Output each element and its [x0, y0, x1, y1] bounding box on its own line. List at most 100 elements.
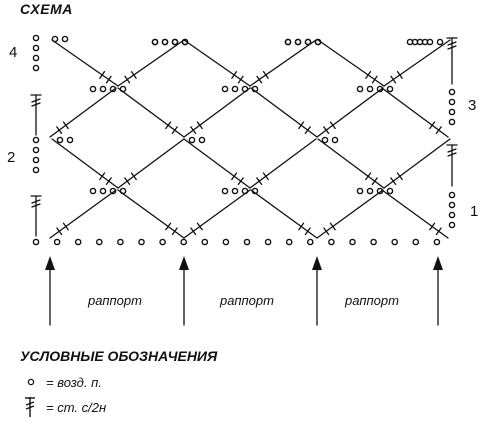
chain-stitch [370, 238, 377, 246]
stitch-bar [56, 227, 63, 236]
stitch-bar [105, 177, 112, 186]
chain-stitch [241, 85, 249, 93]
chain-stitch [448, 118, 456, 126]
chain-stitch [243, 238, 251, 246]
chain-stitch [448, 211, 456, 219]
chain-stitch [231, 85, 239, 93]
half-double-crochet-stitch [250, 87, 318, 138]
chain-stitch [436, 38, 444, 46]
chain-stitch [89, 187, 97, 195]
chain-stitch [376, 85, 384, 93]
half-double-crochet-stitch [316, 189, 384, 239]
chain-stitch [61, 35, 69, 43]
half-double-crochet-symbol-icon [25, 397, 35, 417]
repeat-label-3: раппорт [345, 293, 399, 308]
chain-stitch [53, 238, 61, 246]
chain-stitch [304, 38, 312, 46]
chain-stitch [231, 187, 239, 195]
chain-stitch [306, 238, 314, 246]
chain-stitch [99, 85, 107, 93]
chain-stitch [32, 136, 40, 144]
chain-stitch [411, 38, 419, 46]
stitch-bar [329, 222, 336, 231]
stitch-bar [447, 152, 457, 157]
chain-stitch [32, 156, 40, 164]
stitch-bar [365, 172, 372, 181]
stitch-bar [429, 121, 436, 130]
repeat-label-1: раппорт [88, 293, 142, 308]
stitch-bar [196, 222, 203, 231]
stitch-bar [396, 71, 403, 79]
half-double-crochet-stitch [51, 138, 119, 189]
chain-stitch [448, 88, 456, 96]
chain-stitch [366, 187, 374, 195]
stitch-bar [231, 71, 238, 79]
chain-stitch [171, 38, 179, 46]
stitch-bar [435, 126, 442, 135]
chain-stitch [32, 238, 40, 246]
diagram-title: СХЕМА [20, 1, 73, 17]
half-double-crochet-stitch [183, 87, 251, 138]
half-double-crochet-stitch [381, 87, 449, 138]
chain-stitch [96, 238, 103, 246]
stitch-bar [105, 75, 112, 84]
stitch-bar [256, 177, 263, 186]
chain-stitch [386, 187, 394, 195]
chain-stitch [198, 136, 206, 144]
chain-stitch [376, 187, 384, 195]
stitch-bar [323, 126, 330, 135]
stitch-bar [365, 71, 372, 79]
chain-stitch [74, 238, 82, 246]
legend-item-hdc: = ст. с/2н [46, 400, 107, 415]
stitch-bar [390, 75, 397, 84]
stitch-bar [329, 121, 336, 130]
stitch-bar [62, 121, 69, 130]
chain-stitch [221, 187, 229, 195]
stitch-bar [262, 172, 269, 181]
stitch-bar [371, 177, 378, 186]
row-number-2: 2 [7, 149, 16, 166]
chain-stitch [391, 238, 399, 246]
stitch-bar [298, 222, 305, 231]
half-double-crochet-stitch [317, 39, 385, 87]
stitch-bar [31, 98, 41, 103]
stitch-bar [130, 71, 137, 79]
stitch-bar [304, 126, 311, 135]
chain-stitch [188, 136, 196, 144]
chain-stitch [32, 146, 40, 154]
stitch-bar [196, 121, 203, 130]
stitch-bar [447, 45, 457, 50]
half-double-crochet-stitch [383, 39, 451, 87]
stitch-bar [99, 172, 106, 181]
chain-stitch [56, 136, 64, 144]
chain-stitch [412, 238, 420, 246]
chain-stitch [349, 238, 356, 246]
chain-stitch [321, 136, 329, 144]
crochet-chart [30, 34, 458, 326]
half-double-crochet-stitch [117, 39, 185, 87]
stitch-bar [31, 199, 41, 204]
stitch-bar [124, 177, 131, 186]
chain-stitch [328, 238, 335, 246]
stitch-bar [390, 177, 397, 186]
chain-stitch [32, 34, 40, 42]
chain-stitch [109, 85, 117, 93]
stitch-bar [237, 75, 244, 84]
stitch-bar [190, 126, 197, 135]
stitch-bar [304, 227, 311, 236]
legend-title: УСЛОВНЫЕ ОБОЗНАЧЕНИЯ [20, 348, 218, 364]
chain-stitch [161, 38, 169, 46]
chain-stitch [251, 187, 259, 195]
chain-stitch [32, 44, 40, 52]
stitch-bar [237, 177, 244, 186]
row-number-1: 1 [470, 203, 479, 220]
chain-stitch [32, 166, 40, 174]
half-double-crochet-stitch [249, 39, 317, 87]
stitch-bar [171, 227, 178, 236]
stitch-bar [31, 102, 41, 107]
chain-stitch [32, 54, 40, 62]
chain-stitch [356, 85, 364, 93]
half-double-crochet-stitch [49, 87, 117, 138]
half-double-crochet-stitch [383, 138, 451, 189]
stitch-bar [298, 121, 305, 130]
